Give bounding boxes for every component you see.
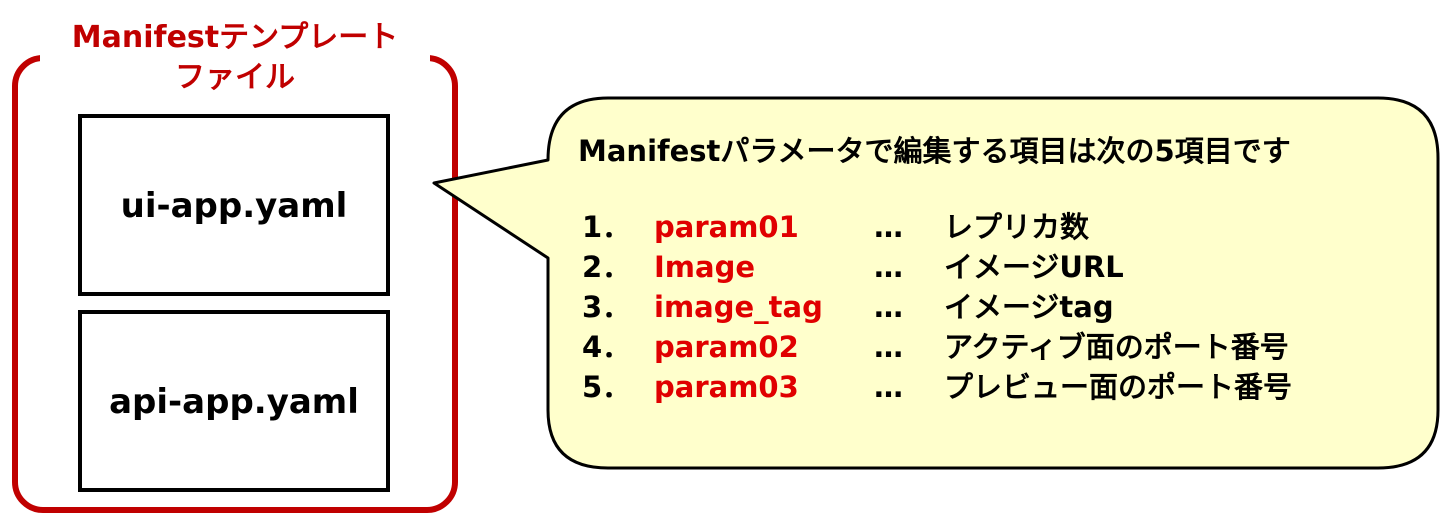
- file-box-ui-app: [78, 114, 390, 296]
- item-separator: …: [874, 250, 903, 284]
- item-param: image_tag: [654, 290, 823, 324]
- item-separator: …: [874, 210, 903, 244]
- item-description: アクティブ面のポート番号: [944, 330, 1289, 364]
- item-number: 2．: [582, 250, 632, 284]
- file-label-api-app: api-app.yaml: [109, 382, 359, 422]
- file-label-ui-app: ui-app.yaml: [120, 186, 348, 226]
- file-box-api-app: [78, 310, 390, 492]
- item-description: レプリカ数: [944, 210, 1090, 244]
- item-description: プレビュー面のポート番号: [944, 370, 1293, 404]
- item-param: param01: [654, 210, 799, 244]
- item-separator: …: [874, 330, 903, 364]
- item-description: イメージURL: [944, 250, 1124, 284]
- item-param: param03: [654, 370, 799, 404]
- callout-heading: Manifestパラメータで編集する項目は次の5項目です: [578, 134, 1291, 168]
- manifest-group-title: Manifestテンプレート ファイル: [40, 18, 430, 98]
- item-separator: …: [874, 290, 903, 324]
- item-number: 1．: [582, 210, 632, 244]
- item-separator: …: [874, 370, 903, 404]
- group-title-line1: Manifestテンプレート: [71, 20, 399, 55]
- item-number: 5．: [582, 370, 632, 404]
- item-param: Image: [654, 250, 756, 284]
- callout-bubble: [432, 96, 1440, 470]
- item-number: 4．: [582, 330, 632, 364]
- item-param: param02: [654, 330, 799, 364]
- group-title-line2: ファイル: [175, 60, 295, 95]
- item-number: 3．: [582, 290, 632, 324]
- item-description: イメージtag: [944, 290, 1114, 324]
